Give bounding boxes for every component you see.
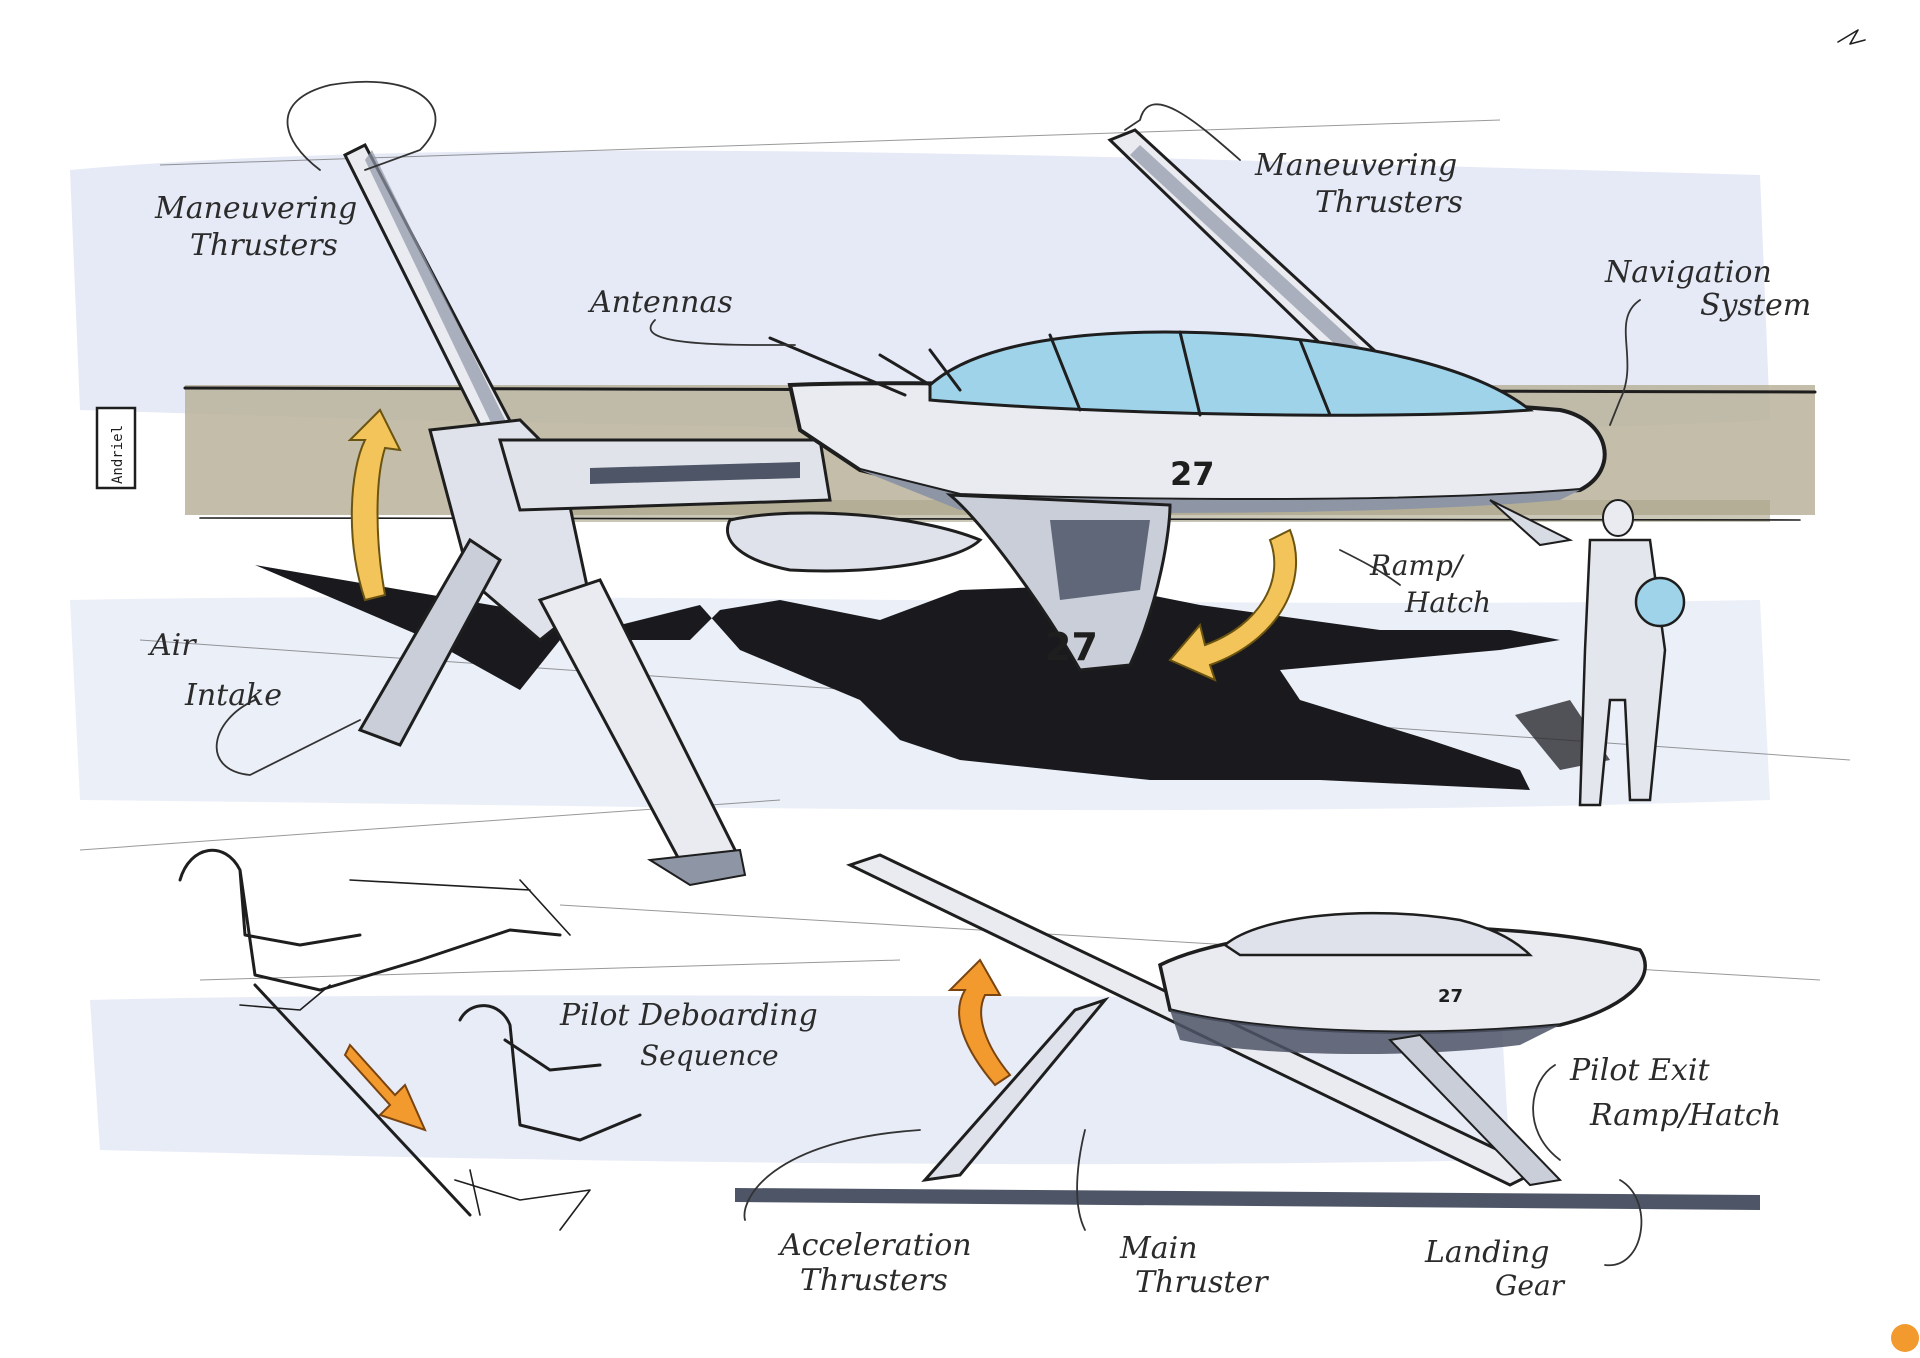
canopy-frame <box>1048 330 1332 417</box>
lower-belly <box>1170 1010 1560 1055</box>
label-ramp-1: Ramp/ <box>1369 549 1465 582</box>
deboarding-rail <box>253 983 472 1217</box>
orange-blot <box>1891 1324 1919 1352</box>
seat-sketch-1 <box>178 848 562 992</box>
rear-nacelle <box>726 511 983 573</box>
label-pilot-exit-2: Ramp/Hatch <box>1589 1098 1781 1133</box>
blue-wash-lower <box>90 995 1510 1165</box>
lower-canopy <box>1222 911 1534 957</box>
canopy-glass <box>928 330 1534 417</box>
belly-pod-shade <box>1050 520 1150 600</box>
lower-strut <box>1387 1033 1563 1187</box>
signature-stamp: Andriel <box>95 406 137 490</box>
antennas <box>768 336 962 397</box>
label-landing-2: Gear <box>1495 1269 1566 1302</box>
label-maneuvering-left-2: Thrusters <box>190 228 338 263</box>
hull-number: 27 <box>1170 455 1215 493</box>
label-acceleration-1: Acceleration <box>777 1228 972 1263</box>
lower-leg <box>921 996 1110 1183</box>
left-foot <box>647 848 747 887</box>
pilot-sequence-sketches <box>178 848 642 1231</box>
label-antennas: Antennas <box>587 285 733 320</box>
seat-sketch-1-base <box>239 879 571 1011</box>
label-main-2: Thruster <box>1135 1265 1269 1300</box>
connector-boom-vent <box>590 462 800 484</box>
hull-number-side: 27 <box>1045 625 1098 669</box>
label-maneuvering-left-1: Maneuvering <box>154 191 357 226</box>
label-air-2: Intake <box>184 678 282 713</box>
label-main-1: Main <box>1119 1231 1198 1266</box>
orange-arrow-down <box>343 1043 427 1132</box>
left-leg-back <box>357 537 502 747</box>
label-acceleration-2: Thrusters <box>800 1263 948 1298</box>
label-air-1: Air <box>147 628 197 663</box>
yellow-arrow-up <box>347 408 402 602</box>
ship-cast-shadow <box>255 565 1560 790</box>
label-landing-1: Landing <box>1424 1235 1549 1270</box>
label-maneuvering-right-1: Maneuvering <box>1254 148 1457 183</box>
lower-ship: 27 <box>735 853 1760 1210</box>
helmet <box>1634 576 1686 628</box>
left-thruster-arm-shade <box>365 150 515 452</box>
label-pilot-deboarding-1: Pilot Deboarding <box>559 998 818 1033</box>
motion-arrows <box>343 408 1298 1132</box>
seat-sketch-2-base <box>454 1169 591 1231</box>
main-ship: 27 27 <box>342 128 1607 887</box>
pilot-head <box>1602 499 1634 537</box>
hull-number-small: 27 <box>1438 986 1463 1007</box>
ramp <box>1489 499 1574 547</box>
orange-arrow-up <box>947 958 1012 1087</box>
label-pilot-exit-1: Pilot Exit <box>1569 1053 1710 1088</box>
leader-lines <box>215 80 1643 1266</box>
pilot-figure <box>1578 499 1686 807</box>
callout-labels: Maneuvering Thrusters Maneuvering Thrust… <box>147 148 1811 1302</box>
signature-text: Andriel <box>110 425 126 484</box>
label-navigation-2: System <box>1700 288 1811 323</box>
label-ramp-2: Hatch <box>1404 586 1491 619</box>
label-navigation-1: Navigation <box>1604 255 1772 290</box>
label-maneuvering-right-2: Thrusters <box>1315 185 1463 220</box>
signature-box <box>95 406 137 490</box>
yellow-arrow-curve <box>1168 528 1298 682</box>
label-pilot-deboarding-2: Sequence <box>640 1039 779 1072</box>
ground-line <box>735 1188 1760 1210</box>
corner-mark <box>1837 29 1866 45</box>
seat-sketch-2 <box>458 1004 642 1142</box>
